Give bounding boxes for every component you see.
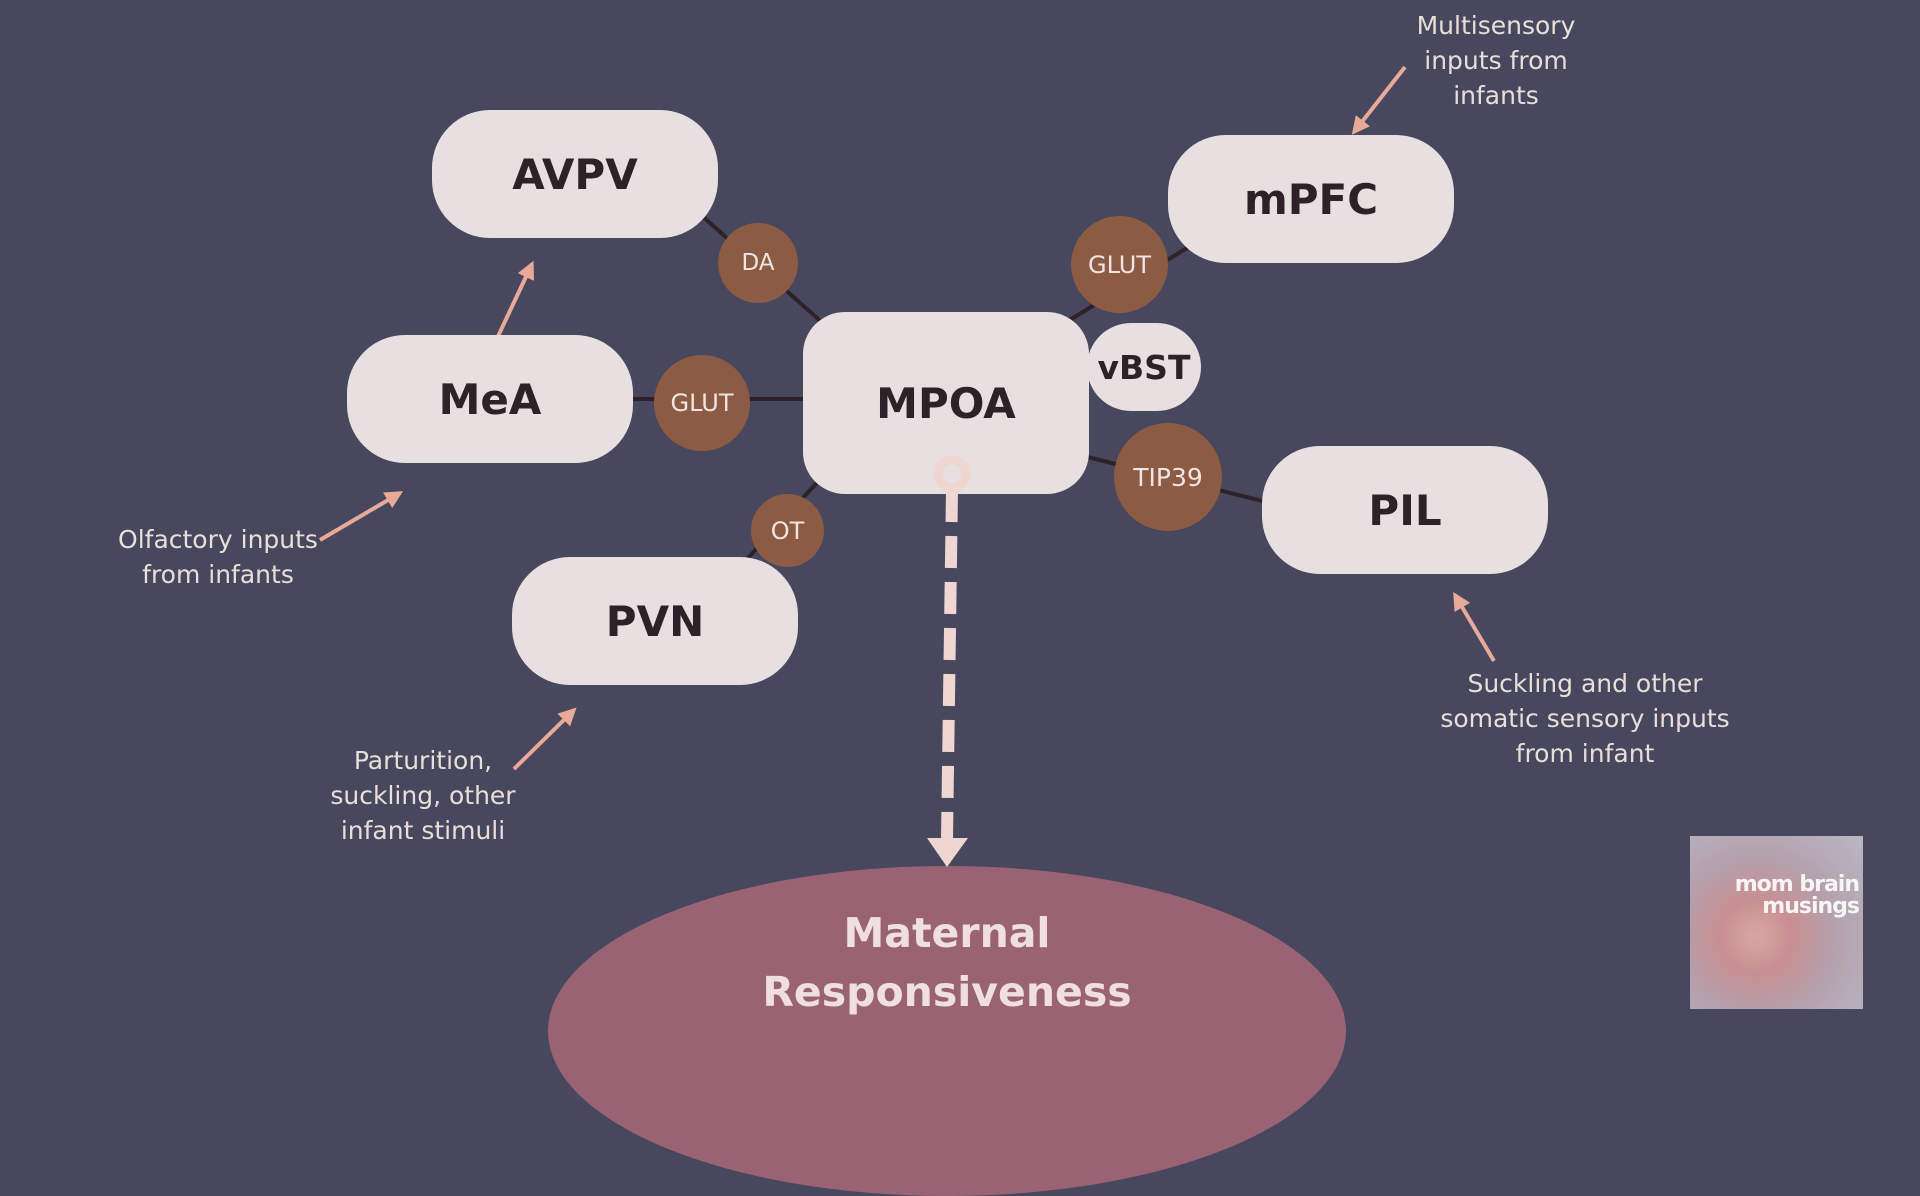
transmitter-da-label: DA [741,250,775,276]
note-line: from infant [1515,739,1655,768]
logo: mom brain musings [1690,836,1863,1009]
logo-text: mom brain musings [1719,872,1860,919]
region-vbst-label: vBST [1097,347,1191,387]
transmitter-glut-mea: GLUT [654,355,750,451]
transmitter-glut-mea-label: GLUT [670,389,734,417]
region-avpv-label: AVPV [512,149,638,199]
transmitter-ot: OT [751,494,824,567]
logo-line: mom brain [1734,872,1860,897]
parturition-input-arrow [512,707,577,771]
transmitter-glut-mpfc-label: GLUT [1088,250,1151,279]
note-line: Multisensory [1416,11,1576,40]
logo-line: musings [1762,894,1860,919]
note-line: from infants [142,560,294,589]
region-mea-label: MeA [438,374,542,424]
parturition-input-note: Parturition, suckling, other infant stim… [303,743,543,848]
maternal-responsiveness-label: Maternal Responsiveness [548,904,1346,1022]
region-vbst: vBST [1087,323,1201,411]
region-avpv: AVPV [432,110,718,238]
region-pvn: PVN [512,557,798,685]
multisensory-input-note: Multisensory inputs from infants [1380,8,1612,113]
region-pil-label: PIL [1368,485,1442,535]
transmitter-tip39: TIP39 [1114,423,1222,531]
transmitter-glut-mpfc: GLUT [1071,216,1168,313]
region-pil: PIL [1262,446,1548,574]
outcome-line: Responsiveness [762,968,1132,1016]
suckling-input-arrow [1453,591,1496,663]
multisensory-input-arrow [1351,65,1407,135]
olfactory-input-note: Olfactory inputs from infants [98,522,338,592]
suckling-input-note: Suckling and other somatic sensory input… [1420,666,1750,771]
note-line: somatic sensory inputs [1440,704,1730,733]
note-line: infant stimuli [340,816,506,845]
note-line: inputs from [1424,46,1568,75]
transmitter-da: DA [718,223,798,303]
region-mpfc-label: mPFC [1243,174,1379,224]
transmitter-tip39-label: TIP39 [1133,462,1203,492]
region-mpfc: mPFC [1168,135,1454,263]
region-mea: MeA [347,335,633,463]
olfactory-input-arrow [318,491,404,542]
note-line: suckling, other [330,781,516,810]
note-line: Olfactory inputs [118,525,318,554]
transmitter-ot-label: OT [770,516,805,545]
note-line: infants [1453,81,1539,110]
region-mpoa: MPOA [803,312,1089,494]
region-mpoa-label: MPOA [876,378,1016,428]
note-line: Parturition, [353,746,493,775]
outcome-line: Maternal [843,909,1051,957]
note-line: Suckling and other [1467,669,1703,698]
region-pvn-label: PVN [605,596,705,646]
mea-to-avpv-arrow [491,260,535,348]
